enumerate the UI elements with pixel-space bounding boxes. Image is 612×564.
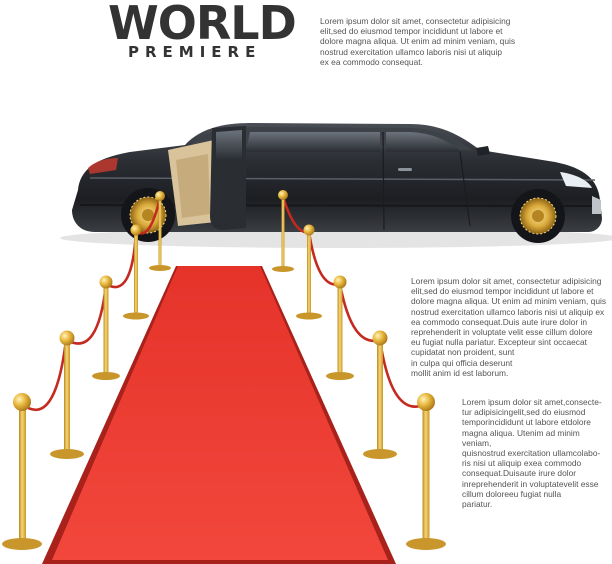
title-world: WORLD bbox=[108, 0, 297, 50]
middle-paragraph: Lorem ipsum dolor sit amet, consectetur … bbox=[411, 276, 607, 378]
stanchion-icon bbox=[406, 393, 446, 550]
stanchion-icon bbox=[296, 224, 322, 320]
car-shadow bbox=[60, 228, 612, 248]
intro-paragraph: Lorem ipsum dolor sit amet, consectetur … bbox=[320, 16, 516, 67]
title-premiere: PREMIERE bbox=[128, 43, 262, 61]
stanchion-icon bbox=[123, 224, 149, 320]
stanchion-icon bbox=[272, 190, 294, 272]
stanchion-icon bbox=[363, 330, 397, 459]
red-carpet-illustration bbox=[42, 266, 396, 564]
limousine-illustration bbox=[72, 123, 602, 243]
front-wheel bbox=[511, 189, 565, 243]
bottom-paragraph: Lorem ipsum dolor sit amet,consecte- tur… bbox=[462, 397, 602, 510]
stanchion-icon bbox=[326, 275, 354, 380]
rear-wheel bbox=[121, 188, 175, 242]
stanchion-icon bbox=[92, 275, 120, 380]
stanchion-icon bbox=[149, 191, 171, 271]
stanchion-icon bbox=[2, 393, 42, 550]
stanchion-icon bbox=[50, 330, 84, 459]
